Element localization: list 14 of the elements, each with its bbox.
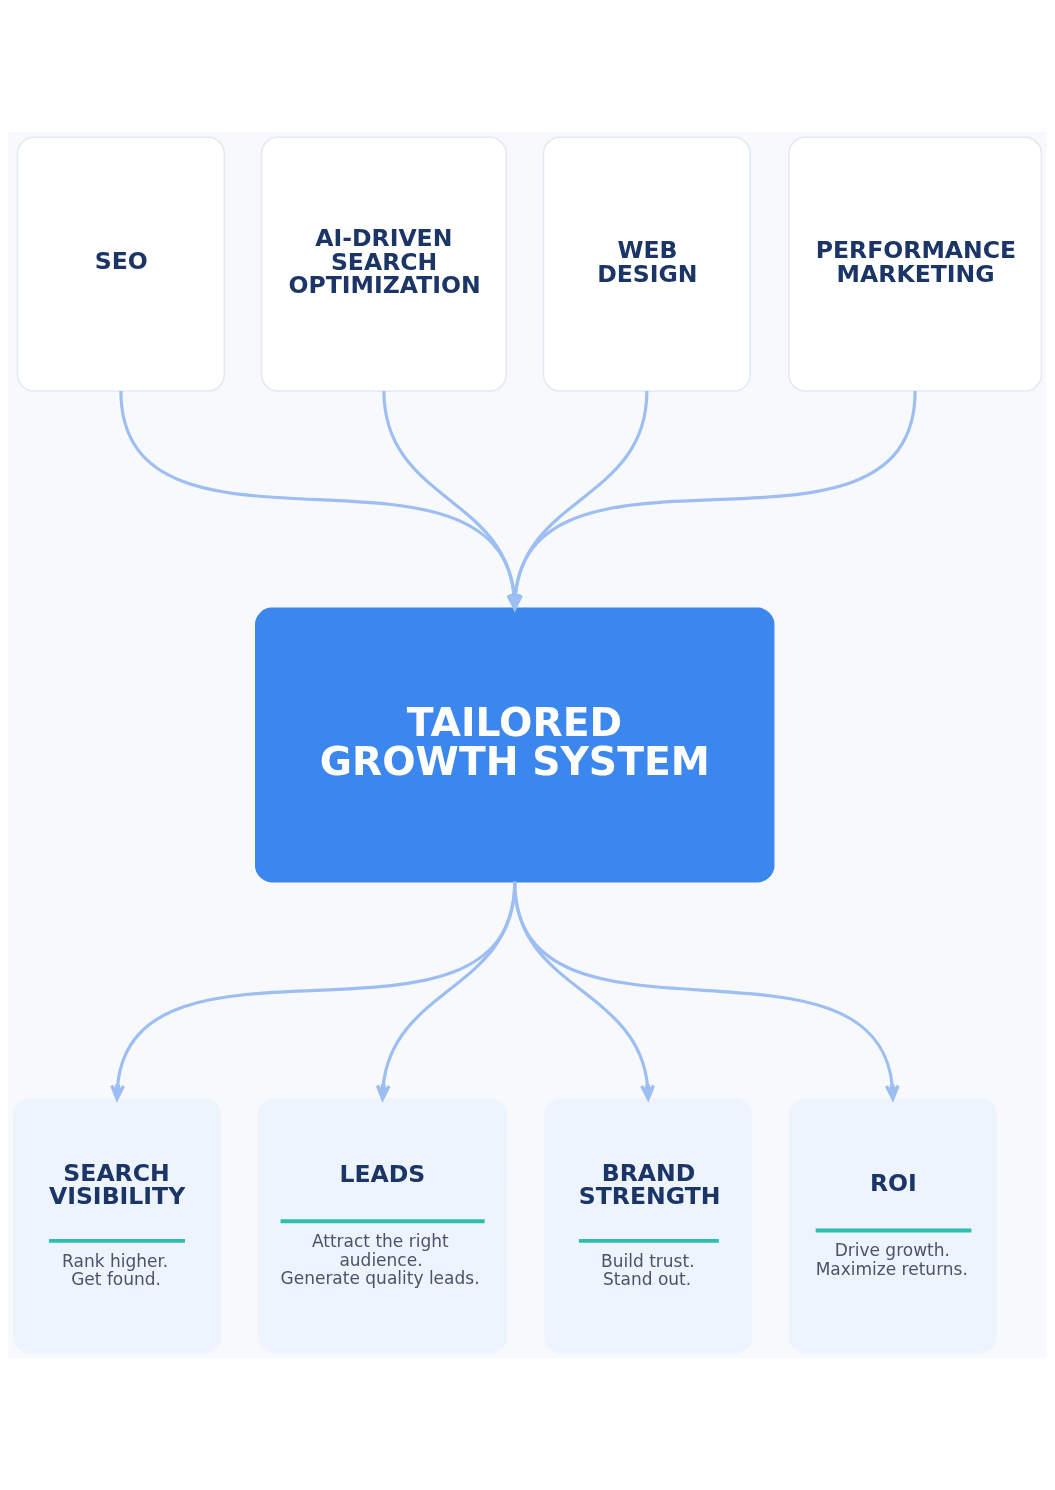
- node-box: WEB DESIGN: [542, 136, 752, 392]
- arrow: [507, 390, 649, 610]
- arrow: [507, 390, 917, 610]
- node-box: SEO: [16, 136, 226, 392]
- node-box: SEARCH VISIBILITY Rank higher. Get found.: [12, 1098, 221, 1354]
- node-box: TAILORED GROWTH SYSTEM: [255, 607, 775, 883]
- node-box: ROI Drive growth. Maximize returns.: [788, 1098, 997, 1354]
- arrow: [513, 881, 900, 1101]
- arrow: [119, 390, 522, 610]
- node-box: BRAND STRENGTH Build trust. Stand out.: [544, 1098, 753, 1354]
- node-box: LEADS Attract the right audience. Generate quality leads.: [257, 1098, 508, 1354]
- node-box: PERFORMANCE MARKETING: [788, 136, 1043, 392]
- node-box: AI-DRIVEN SEARCH OPTIMIZATION: [260, 136, 508, 392]
- arrow: [382, 390, 522, 610]
